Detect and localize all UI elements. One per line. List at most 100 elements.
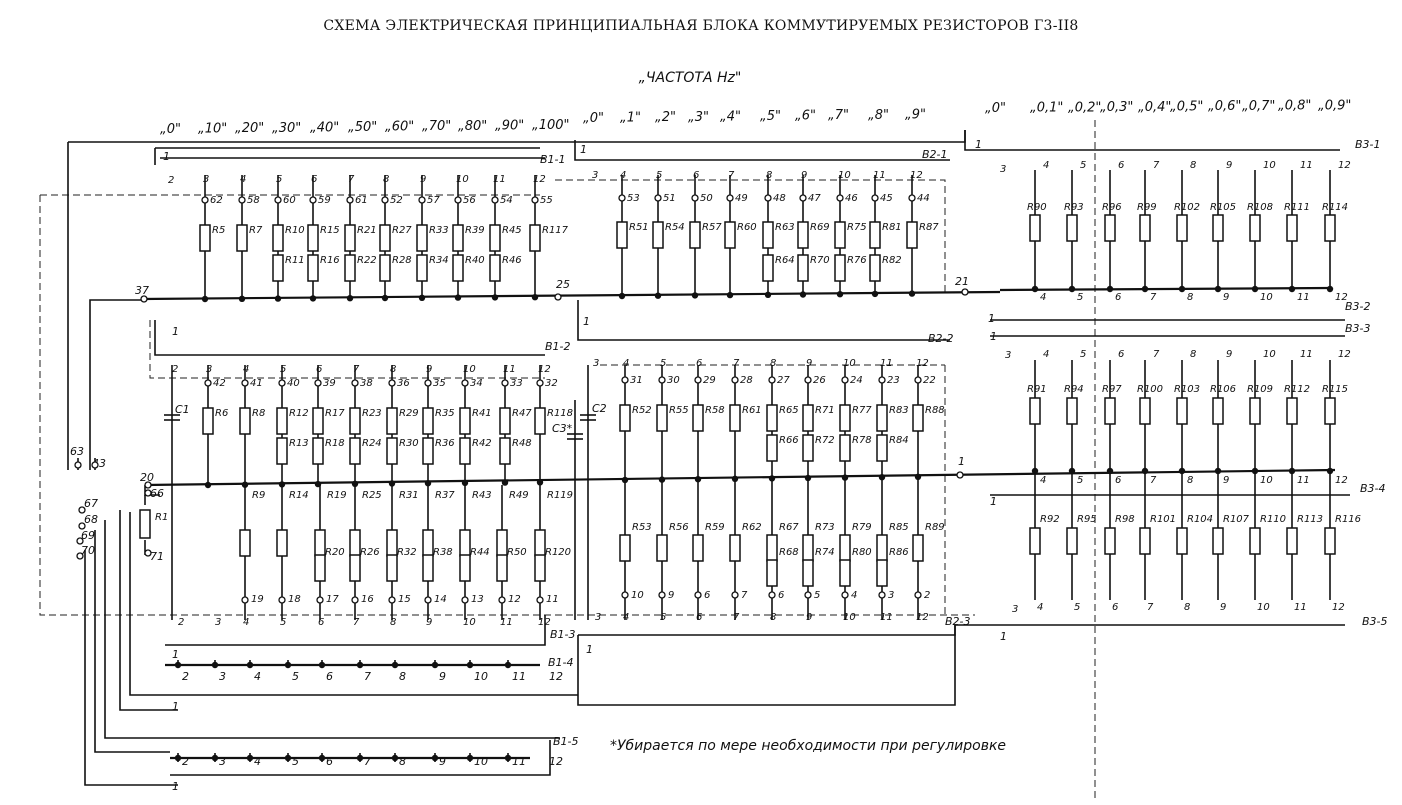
top-b1-col-position: 6 <box>311 174 317 185</box>
switch-label-b3-4: B3-4 <box>1360 482 1386 495</box>
mid-b2-col-terminal <box>878 376 886 384</box>
mid-b2-col-position: 11 <box>880 358 893 369</box>
low-b2-resistor-a-label: R53 <box>632 522 652 533</box>
mid-b2-col-terminal-label: 24 <box>850 375 863 386</box>
dashed-outline-board <box>39 179 975 616</box>
scale-c-label: „0,7" <box>1242 99 1275 114</box>
b3-mid-position-3: 3 <box>1005 350 1011 361</box>
top-b2-col-bus-junction <box>691 292 699 299</box>
scale-b-label: „5" <box>760 109 781 124</box>
b3-top-resistor-label: R90 <box>1027 202 1047 213</box>
mid-b1-col-terminal-label: 39 <box>323 378 336 389</box>
mid-b2-position-3: 3 <box>593 358 599 369</box>
top-b2-col-position: 10 <box>838 170 851 181</box>
mid-b2-col-terminal-label: 27 <box>777 375 790 386</box>
b3-mid-resistor <box>1249 397 1261 425</box>
low-b1-terminal-label: 11 <box>546 594 559 605</box>
ladder-b1-4-contact <box>466 661 474 669</box>
ladder-b1-4-position: 3 <box>219 670 226 683</box>
switch-label-b3-5: B3-5 <box>1362 615 1388 628</box>
low-b1-resistor-a <box>239 529 251 557</box>
mid-b2-col-resistor-a <box>912 404 924 432</box>
low-b1-position: 10 <box>463 617 476 628</box>
ladder-b1-5-contact <box>504 754 512 762</box>
b3-bot-resistor-label: R107 <box>1223 514 1250 525</box>
mid-b2-col-position: 12 <box>916 358 929 369</box>
low-b2-resistor-a-label: R89 <box>925 522 945 533</box>
b3-top-resistor-label: R93 <box>1064 202 1084 213</box>
top-b1-col-bus-junction <box>531 294 539 301</box>
b3-mid-position: 4 <box>1043 349 1049 360</box>
low-b1-resistor-a-label: R25 <box>362 490 382 501</box>
ladder-b1-5-contact <box>431 754 439 762</box>
top-b1-col-resistor-a <box>307 224 319 252</box>
mid-b1-col-resistor-a <box>312 407 324 435</box>
top-b2-col-resistor-a <box>762 221 774 249</box>
b3-mid-bus-position: 12 <box>1335 475 1348 486</box>
mid-b2-col-position: 4 <box>623 358 629 369</box>
scale-b-label: „7" <box>828 108 849 123</box>
top-b1-col-resistor-a-label: R33 <box>429 225 449 236</box>
low-b2-terminal <box>731 591 739 599</box>
node-label-70: 70 <box>81 544 95 557</box>
mid-b1-col-resistor-a-label: R23 <box>362 408 382 419</box>
b3-mid-position: 11 <box>1300 349 1313 360</box>
node-label-63: 63 <box>70 445 84 458</box>
top-b2-col-resistor-a <box>652 221 664 249</box>
top-b1-col-resistor-a <box>236 224 248 252</box>
mid-b2-col-terminal <box>914 376 922 384</box>
low-b1-position-2: 2 <box>178 617 184 628</box>
low-b1-resistor-b-label: R20 <box>325 547 345 558</box>
mid-b1-col-resistor-a <box>276 407 288 435</box>
mid-b2-col-bus-junction <box>878 474 886 481</box>
node-label-68: 68 <box>84 513 98 526</box>
top-b1-col-resistor-b <box>379 254 391 282</box>
top-b2-col-resistor-a <box>834 221 846 249</box>
top-b2-col-terminal-label: 44 <box>917 193 930 204</box>
top-b2-col-resistor-a <box>869 221 881 249</box>
top-b2-col-resistor-b-label: R76 <box>847 255 867 266</box>
mid-b1-col-resistor-b-label: R24 <box>362 438 382 449</box>
mid-b1-col-position: 10 <box>463 364 476 375</box>
top-b1-col-terminal-label: 61 <box>355 195 368 206</box>
bus-top <box>141 290 1001 301</box>
capacitor-c3-label: C3* <box>552 422 573 435</box>
low-b1-resistor-b <box>314 554 326 582</box>
mid-b2-col-terminal <box>804 376 812 384</box>
mid-b2-col-resistor-a <box>802 404 814 432</box>
top-b1-col-resistor-b <box>452 254 464 282</box>
b3-bot-resistor-label: R110 <box>1260 514 1286 525</box>
low-b1-terminal-label: 18 <box>288 594 301 605</box>
b3-bot-position: 8 <box>1184 602 1190 613</box>
mid-b2-col-resistor-a-label: R61 <box>742 405 762 416</box>
top-b2-col-terminal-label: 47 <box>808 193 821 204</box>
b3-top-resistor <box>1324 214 1336 242</box>
top-b2-col-terminal <box>654 194 662 202</box>
mid-b2-col-resistor-b-label: R72 <box>815 435 835 446</box>
top-b1-col-resistor-a-label: R45 <box>502 225 522 236</box>
b3-mid-resistor <box>1212 397 1224 425</box>
low-b1-position: 8 <box>390 617 396 628</box>
b3-top-bus-junction <box>1031 285 1039 293</box>
node-37-terminal <box>140 295 148 303</box>
switch-label-b3-1: B3-1 <box>1355 138 1381 151</box>
b3-top-resistor <box>1286 214 1298 242</box>
low-b1-resistor-b <box>349 554 361 582</box>
low-b1-resistor-b <box>459 554 471 582</box>
b3-top-resistor <box>1249 214 1261 242</box>
b3-bot-position: 4 <box>1037 602 1043 613</box>
top-b1-col-resistor-a-label: R21 <box>357 225 377 236</box>
ladder-b1-4-wire <box>119 510 578 711</box>
low-b2-position: 11 <box>880 612 893 623</box>
top-b1-col-terminal-label: 57 <box>427 195 440 206</box>
low-b1-terminal <box>388 596 396 604</box>
b3-top-bus-position: 7 <box>1150 292 1157 303</box>
b3-mid-resistor-label: R97 <box>1102 384 1122 395</box>
low-b1-position: 5 <box>280 617 286 628</box>
top-b2-col-position: 6 <box>693 170 699 181</box>
top-b1-col-resistor-a-label: R10 <box>285 225 305 236</box>
mid-b2-col-resistor-a <box>876 404 888 432</box>
b3-bot-resistor <box>1029 527 1041 555</box>
node-20-terminal <box>144 481 152 489</box>
ladder-b1-4-contact <box>211 661 219 669</box>
